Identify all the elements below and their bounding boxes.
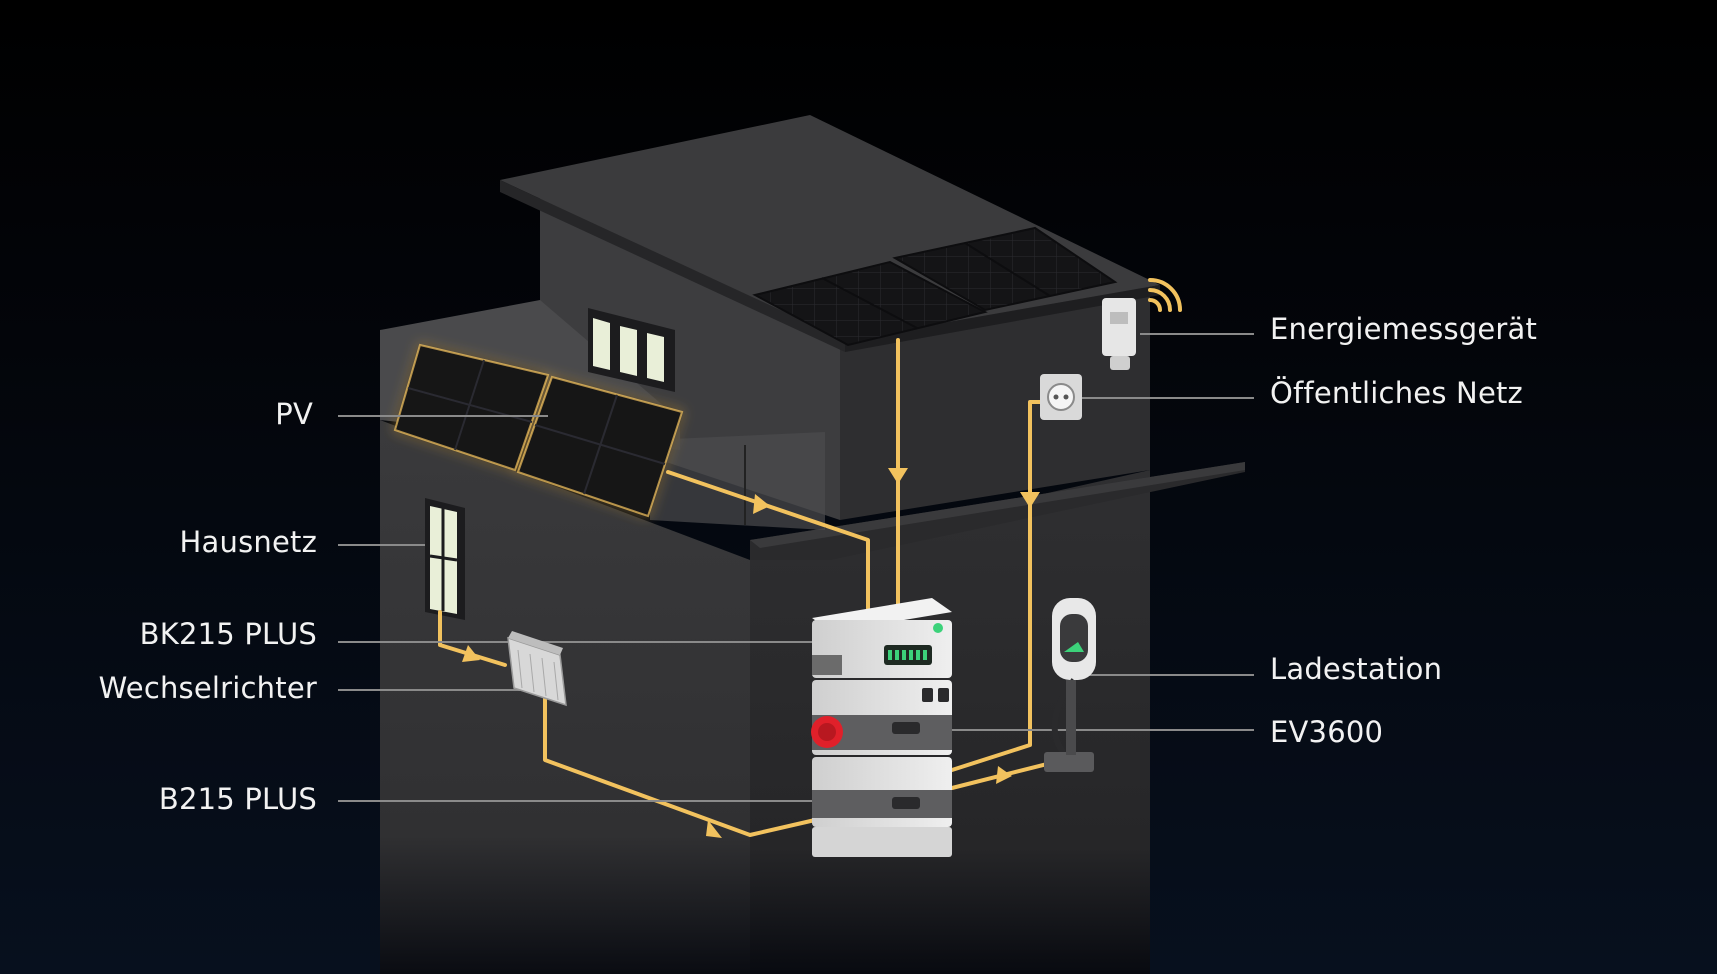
label-wechselrichter: Wechselrichter: [98, 671, 317, 705]
arrow-window: [462, 645, 480, 662]
roof-solar-panels: [752, 226, 1118, 347]
label-hausnetz: Hausnetz: [179, 525, 317, 559]
label-oeffentliches-netz: Öffentliches Netz: [1270, 376, 1523, 410]
arrow-inverter: [706, 820, 722, 838]
battery-stack: [811, 598, 952, 857]
wall-charger: [1044, 598, 1096, 772]
wifi-signal-icon: [1148, 278, 1182, 312]
lower-window: [425, 498, 465, 620]
balcony-glass: [650, 432, 825, 530]
flow-window-to-inverter: [438, 610, 507, 667]
arrow-grid: [1020, 492, 1040, 508]
arrow-pv: [753, 494, 770, 514]
balcony-pv-panels: [393, 343, 684, 518]
flow-inverter-to-storage: [543, 693, 817, 837]
label-ladestation: Ladestation: [1270, 652, 1443, 686]
label-pv: PV: [275, 397, 313, 431]
flow-pv-to-storage: [666, 470, 870, 614]
power-socket-icon: [1040, 374, 1082, 420]
label-ev3600: EV3600: [1270, 715, 1384, 749]
upper-window: [588, 308, 675, 392]
energy-flow-lines: [438, 338, 1057, 837]
arrow-charger: [996, 766, 1012, 784]
flow-grid-to-storage: [950, 400, 1042, 772]
micro-inverter: [507, 631, 567, 707]
label-bk215-plus: BK215 PLUS: [139, 617, 317, 651]
label-energiemessgeraet: Energiemessgerät: [1270, 312, 1538, 346]
leader-lines: [338, 333, 1254, 802]
label-b215-plus: B215 PLUS: [158, 782, 317, 816]
flow-arrows: [462, 468, 1040, 838]
arrow-roof: [888, 468, 908, 484]
smart-meter: [1102, 298, 1136, 370]
